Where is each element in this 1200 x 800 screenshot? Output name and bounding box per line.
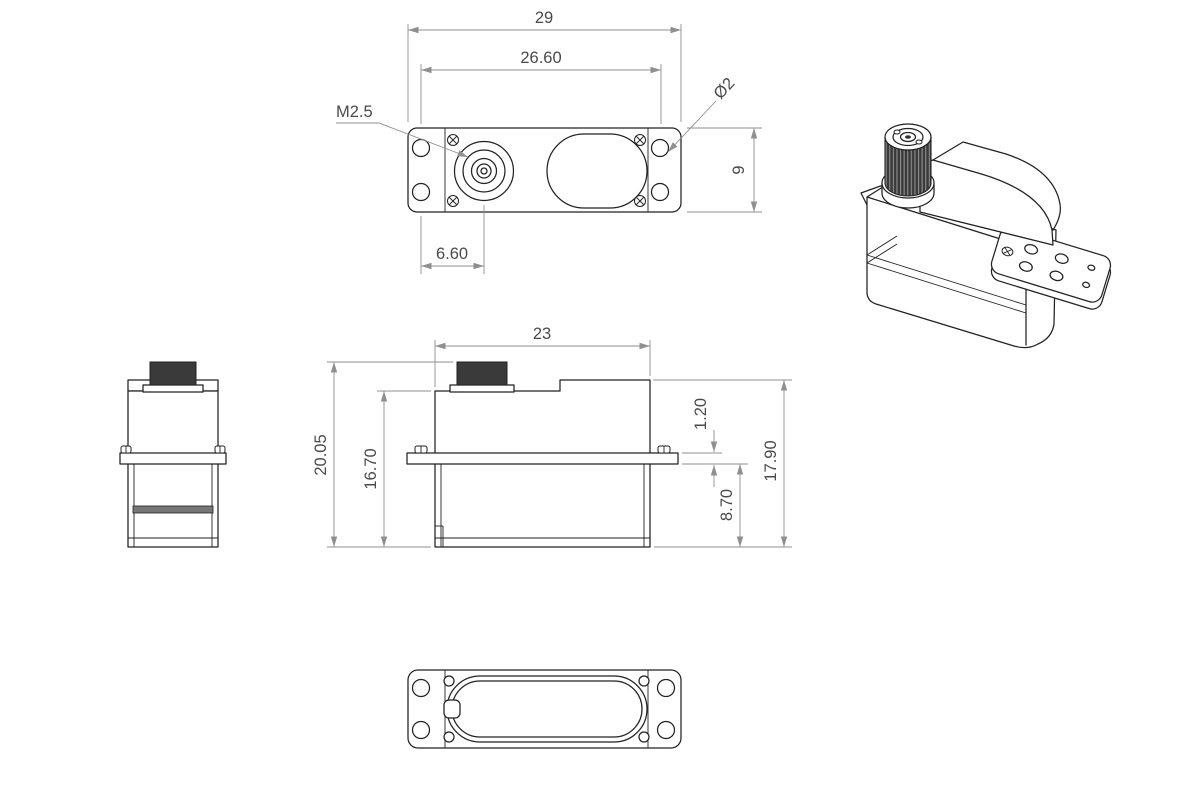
dim-label-overall-width: 29	[535, 9, 553, 27]
top-view-motor-pocket	[546, 133, 648, 209]
bottom-case-outer	[446, 675, 648, 743]
dim-label-lower-height: 8.70	[718, 489, 736, 521]
output-gear	[456, 361, 508, 386]
flange-screw-right	[214, 445, 226, 454]
flange-screw-left	[120, 445, 132, 454]
dim-label-shaft-offset: 6.60	[436, 245, 468, 263]
case-screw-holes	[443, 675, 650, 743]
dim-label-inner-width: 26.60	[520, 49, 561, 67]
iso-flange-plate	[990, 226, 1112, 310]
wire-slot	[132, 505, 214, 514]
dim-label-upper-height: 17.90	[762, 440, 780, 481]
mounting-holes	[411, 678, 676, 740]
isometric-view	[860, 123, 1112, 349]
dim-label-overall-height: 20.05	[312, 434, 330, 475]
side-view-flange	[406, 452, 679, 465]
top-view	[407, 127, 682, 213]
side-view	[406, 361, 679, 548]
top-view-dimensions: 29 26.60 6.60 9 Ø2 M2.5	[336, 9, 762, 274]
gear-collar	[449, 384, 515, 393]
flange-screw-left	[414, 445, 428, 454]
output-gear	[149, 361, 197, 386]
dim-label-thread-callout: M2.5	[336, 103, 373, 121]
dim-label-hole-diameter: Ø2	[710, 74, 738, 102]
iso-output-gear	[881, 123, 935, 209]
output-shaft	[453, 140, 515, 202]
mounting-holes	[411, 138, 670, 202]
dim-label-flange-depth: 9	[730, 165, 748, 174]
dim-label-flange-thickness: 1.20	[692, 398, 710, 430]
front-view-flange	[119, 452, 227, 465]
front-view-case-outline	[127, 390, 219, 548]
gear-collar	[142, 384, 204, 393]
front-view	[119, 361, 227, 548]
side-view-dimensions: 23 20.05 16.70 1.20 8.70 17.90	[312, 325, 792, 548]
dim-label-case-length: 23	[533, 325, 551, 343]
connector-recess	[443, 699, 461, 719]
dim-label-case-height: 16.70	[362, 448, 380, 489]
case-screws	[447, 134, 646, 207]
flange-screw-right	[657, 445, 671, 454]
bottom-view	[407, 669, 682, 749]
